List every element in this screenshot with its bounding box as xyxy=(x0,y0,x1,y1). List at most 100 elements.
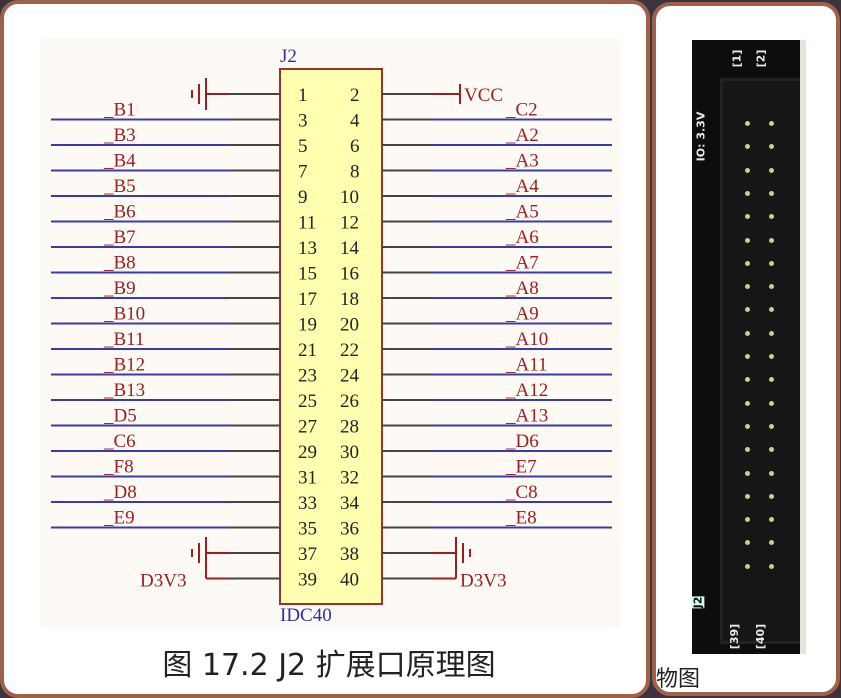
header-pin xyxy=(745,260,750,266)
net-label-left: _B4 xyxy=(103,151,136,172)
header-pin xyxy=(769,167,774,173)
header-pin xyxy=(769,377,774,383)
header-pin xyxy=(769,237,774,243)
pin-number: 12 xyxy=(340,213,359,234)
silk-io-voltage: IO: 3.3V xyxy=(694,111,708,162)
pin-number: 38 xyxy=(340,544,359,565)
part-name: IDC40 xyxy=(280,605,332,626)
net-label-right: _A4 xyxy=(505,176,539,197)
net-label-right: _A9 xyxy=(505,304,539,325)
header-pin xyxy=(769,260,774,266)
header-pin xyxy=(769,400,774,406)
net-label-left: _D5 xyxy=(103,406,137,427)
header-pin xyxy=(745,121,750,126)
net-label-left: _B13 xyxy=(103,380,145,401)
net-label-right: _E8 xyxy=(505,508,537,529)
pin-number: 4 xyxy=(350,111,360,132)
pin-number: 21 xyxy=(298,340,317,361)
header-pin xyxy=(769,423,774,429)
pin-number: 5 xyxy=(298,136,308,157)
header-pin xyxy=(769,517,774,523)
header-pin xyxy=(769,214,774,220)
net-label-left: _B3 xyxy=(103,125,136,146)
header-pin xyxy=(745,237,750,243)
pin-number: 24 xyxy=(340,366,360,387)
connector-photo: IO: 3.3V [1] [2] J2 [39] [40] xyxy=(691,40,806,654)
pin-number: 16 xyxy=(340,264,359,285)
net-label-left: _B12 xyxy=(103,355,145,376)
pin-number: 30 xyxy=(340,442,359,463)
net-label-right: _A10 xyxy=(505,329,548,350)
net-label-left: _B5 xyxy=(103,176,136,197)
header-pin xyxy=(769,307,774,313)
header-pin xyxy=(769,540,774,546)
pin-number: 13 xyxy=(298,238,317,259)
pin-number: 17 xyxy=(298,289,317,310)
pin-number: 20 xyxy=(340,315,359,336)
net-label-left: _C6 xyxy=(103,431,136,452)
net-label-right: _D6 xyxy=(505,431,539,452)
pin-number: 22 xyxy=(340,340,359,361)
header-pin xyxy=(745,447,750,453)
ref-designator: J2 xyxy=(280,46,297,67)
net-label-right: _C8 xyxy=(505,482,538,503)
header-pin xyxy=(745,144,750,150)
header-pin xyxy=(745,470,750,476)
photo-panel: IO: 3.3V [1] [2] J2 [39] [40] 物图 xyxy=(652,2,840,696)
net-label-right: _A6 xyxy=(505,227,539,248)
net-label-right: _A8 xyxy=(505,278,539,299)
header-pin xyxy=(745,330,750,336)
photo-edge xyxy=(800,40,806,654)
pin-number: 31 xyxy=(298,468,317,489)
pin-number: 37 xyxy=(298,544,317,565)
header-pin xyxy=(769,121,774,126)
net-label-left: _B6 xyxy=(103,202,136,223)
header-pin xyxy=(745,284,750,290)
pin-number: 7 xyxy=(298,162,308,183)
header-shroud xyxy=(720,78,806,644)
header-pin xyxy=(745,563,750,569)
header-pin xyxy=(745,214,750,220)
net-label-right: _A5 xyxy=(505,202,539,223)
net-label-left: _E9 xyxy=(103,508,135,529)
pin-number: 33 xyxy=(298,493,317,514)
pin-number: 10 xyxy=(340,187,359,208)
net-label-left: _F8 xyxy=(103,457,134,478)
header-pin xyxy=(745,354,750,359)
header-pin xyxy=(769,354,774,359)
header-pin xyxy=(745,517,750,523)
header-pin xyxy=(769,190,774,196)
pin-number: 25 xyxy=(298,391,317,412)
net-label-left: _B10 xyxy=(103,304,145,325)
net-label-right: _A2 xyxy=(505,125,539,146)
pin-number: 32 xyxy=(340,468,359,489)
pin-number: 9 xyxy=(298,187,308,208)
header-pin xyxy=(745,423,750,429)
pin-number: 26 xyxy=(340,391,359,412)
header-pin xyxy=(769,330,774,336)
net-label-right: _A13 xyxy=(505,406,548,427)
connector-body xyxy=(279,68,383,605)
silk-pin2: [2] xyxy=(754,49,768,68)
net-label-left: _B1 xyxy=(103,100,136,121)
header-pin xyxy=(745,190,750,196)
pin-number: 1 xyxy=(298,85,308,106)
pin-number: 28 xyxy=(340,417,359,438)
header-pin xyxy=(769,470,774,476)
net-label-right: _A3 xyxy=(505,151,539,172)
header-pin xyxy=(745,307,750,313)
pin-number: 8 xyxy=(350,162,360,183)
header-pin xyxy=(769,447,774,453)
net-label-right: _A11 xyxy=(505,355,548,376)
pin-number: 35 xyxy=(298,519,317,540)
net-label-right: _E7 xyxy=(505,457,537,478)
pin-number: 11 xyxy=(298,213,316,234)
net-label-right: _C2 xyxy=(505,100,538,121)
pin-number: 15 xyxy=(298,264,317,285)
net-label-left: _B9 xyxy=(103,278,136,299)
pin-number: 34 xyxy=(340,493,360,514)
pin-number: 23 xyxy=(298,366,317,387)
pin-number: 6 xyxy=(350,136,360,157)
